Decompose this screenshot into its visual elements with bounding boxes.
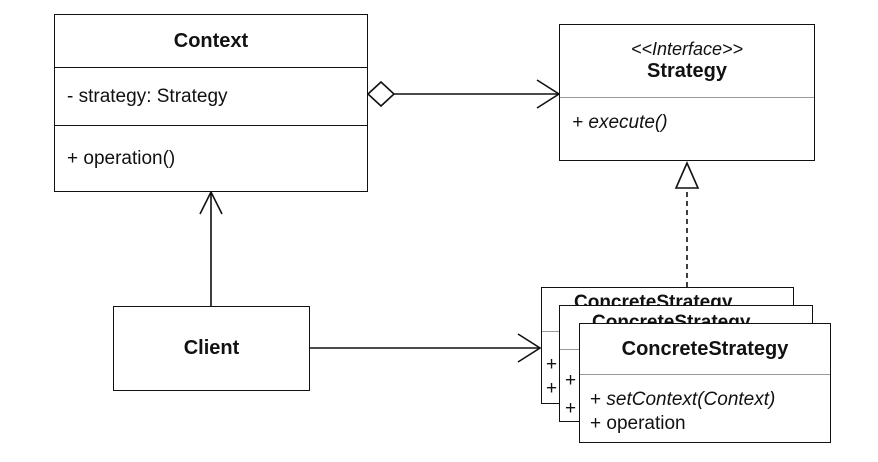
- concrete-method-setcontext: + setContext(Context): [590, 389, 776, 410]
- concrete-strategy-methods: + setContext(Context) + operation: [580, 375, 830, 436]
- context-class-name: Context: [173, 29, 249, 52]
- concrete-method-setcontext-text: setContext(Context): [606, 389, 776, 410]
- client-concrete-arrowhead: [517, 333, 542, 363]
- concrete-method-operation: + operation: [590, 413, 686, 434]
- strategy-header: <<Interface>> Strategy: [560, 25, 814, 97]
- concrete-back-method-1: +: [546, 354, 558, 375]
- client-context-arrowhead: [199, 190, 223, 215]
- context-class: Context - strategy: Strategy + operation…: [54, 14, 368, 192]
- client-concrete-connector: [310, 333, 542, 363]
- strategy-class-name: Strategy: [646, 60, 728, 82]
- client-class-name: Client: [183, 336, 240, 359]
- strategy-stereotype: <<Interface>>: [630, 39, 744, 59]
- aggregation-connector: [366, 79, 561, 109]
- concrete-back-method-2: +: [546, 378, 558, 399]
- strategy-interface: <<Interface>> Strategy + execute(): [559, 24, 815, 161]
- concrete-strategy-class-name: ConcreteStrategy: [621, 337, 789, 360]
- realization-triangle: [674, 161, 700, 189]
- client-context-connector: [199, 190, 223, 306]
- context-operation: + operation(): [55, 125, 367, 191]
- context-attribute: - strategy: Strategy: [55, 67, 367, 125]
- strategy-method-text: + execute(): [572, 112, 668, 133]
- aggregation-diamond: [366, 80, 396, 108]
- strategy-method: + execute(): [560, 97, 814, 157]
- client-class: Client: [113, 306, 310, 391]
- concrete-middle-method-1: +: [565, 370, 577, 391]
- concrete-middle-method-2: +: [565, 398, 577, 419]
- concrete-strategy-class: ConcreteStrategy + setContext(Context) +…: [579, 323, 831, 443]
- realization-connector: [674, 161, 700, 287]
